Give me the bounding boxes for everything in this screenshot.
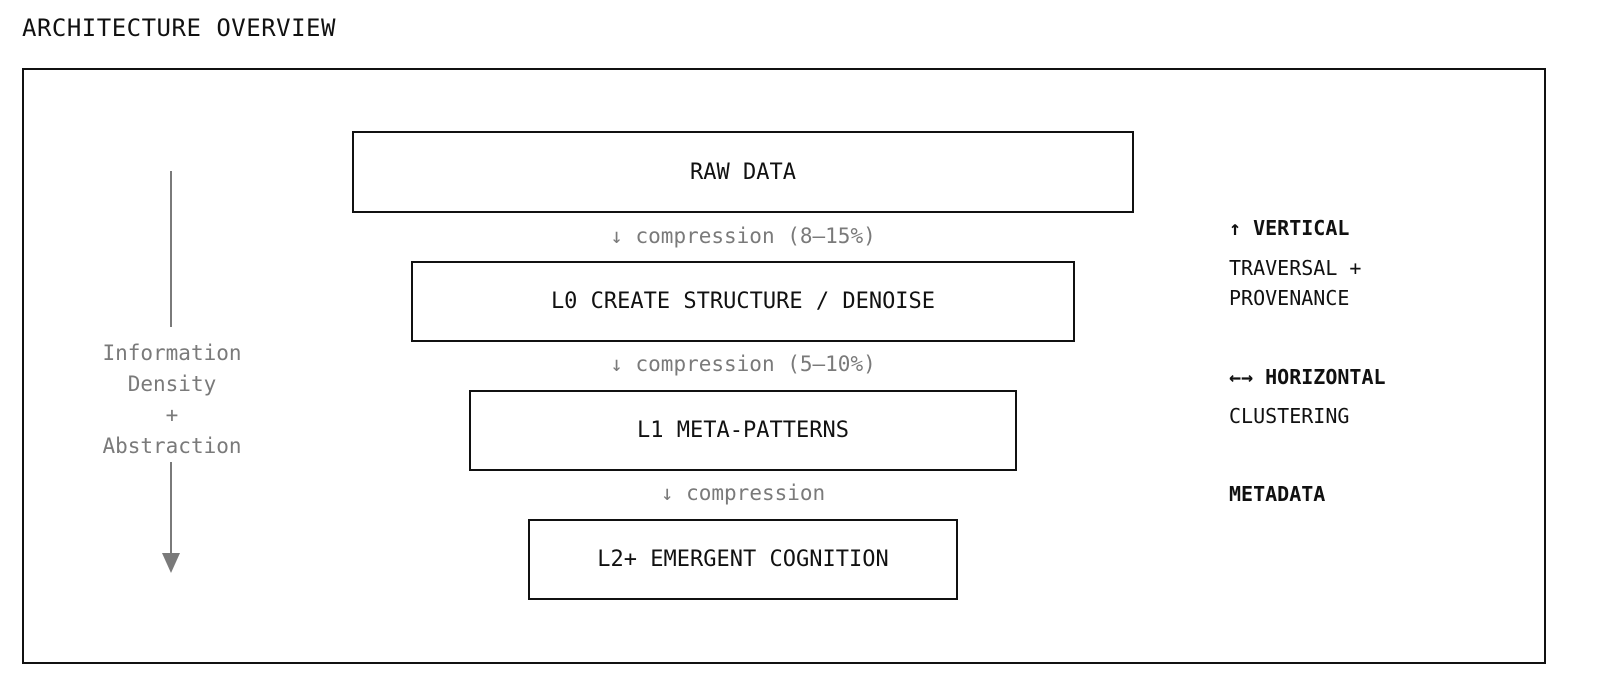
legend-horizontal-heading: ←→ HORIZONTAL: [1229, 365, 1386, 389]
layer-box-l0: L0 CREATE STRUCTURE / DENOISE: [411, 261, 1075, 342]
compression-label-3: ↓ compression: [660, 481, 826, 505]
layer-box-raw-data: RAW DATA: [352, 131, 1134, 213]
compression-label-2: ↓ compression (5–10%): [610, 352, 876, 376]
layer-box-l1: L1 META-PATTERNS: [469, 390, 1017, 471]
page-title: ARCHITECTURE OVERVIEW: [22, 14, 336, 42]
density-axis-line-upper: [170, 171, 172, 327]
density-axis-label-line: Abstraction: [102, 434, 242, 458]
layer-box-l2: L2+ EMERGENT COGNITION: [528, 519, 958, 600]
compression-label-1: ↓ compression (8–15%): [610, 224, 876, 248]
legend-horizontal-desc: CLUSTERING: [1229, 401, 1349, 431]
diagram-frame: [22, 68, 1546, 664]
legend-vertical-desc: TRAVERSAL + PROVENANCE: [1229, 253, 1361, 313]
legend-vertical-desc-line: PROVENANCE: [1229, 286, 1350, 310]
density-axis-label-line: +: [165, 403, 179, 427]
density-axis-label: Information Density + Abstraction: [82, 338, 262, 462]
density-axis-line-lower: [170, 462, 172, 554]
legend-horizontal-desc-line: CLUSTERING: [1229, 404, 1350, 428]
legend-metadata-heading: METADATA: [1229, 482, 1326, 506]
arrow-down-icon: [162, 553, 180, 573]
legend-vertical-desc-line: TRAVERSAL +: [1229, 256, 1362, 280]
density-axis-label-line: Density: [127, 372, 217, 396]
legend-vertical-heading: ↑ VERTICAL: [1229, 216, 1350, 240]
density-axis-label-line: Information: [102, 341, 242, 365]
